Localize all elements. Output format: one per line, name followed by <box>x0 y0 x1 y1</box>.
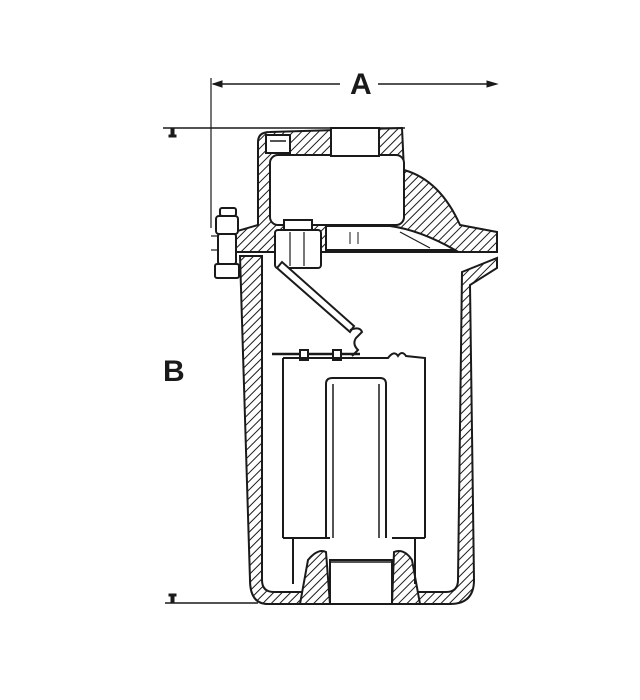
trap-body <box>238 255 498 605</box>
trap-cover <box>233 126 498 253</box>
valve-seat <box>274 219 322 269</box>
dimension-label-b: B <box>163 355 185 388</box>
flange-bolt <box>211 207 240 279</box>
dimension-label-a: A <box>346 70 376 100</box>
lever-arm <box>275 260 364 357</box>
inverted-bucket <box>272 349 426 584</box>
standpipe <box>325 377 387 538</box>
dimension-a <box>210 78 499 228</box>
